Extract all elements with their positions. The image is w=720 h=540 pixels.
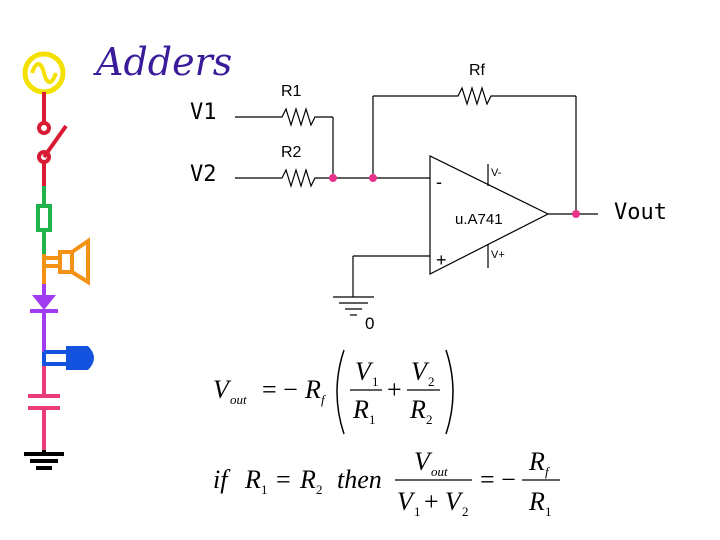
node-dot-feedback xyxy=(369,174,377,182)
eq2-v1-sub: 1 xyxy=(414,504,421,519)
ground-label: 0 xyxy=(365,314,374,333)
eq2-r1-sub: 1 xyxy=(261,482,268,497)
eq2-plus: + xyxy=(424,487,439,516)
eq2-v2-sub: 2 xyxy=(462,504,469,519)
eq1-equals-minus: = − xyxy=(262,375,298,404)
eq1-r1: R xyxy=(352,395,369,424)
eq1-r1-sub: 1 xyxy=(369,412,376,427)
output-vout-label: Vout xyxy=(614,200,667,225)
resistor-r1: R1 xyxy=(277,83,333,128)
eq1-rf: R xyxy=(304,375,321,404)
eq2-r1b-sub: 1 xyxy=(545,504,552,519)
r2-label: R2 xyxy=(281,144,302,161)
eq1-r2: R xyxy=(409,395,426,424)
eq2-equals-minus: = − xyxy=(480,465,516,494)
node-dot-output xyxy=(572,210,580,218)
slide-title: Adders xyxy=(96,40,233,84)
resistor-r2: R2 xyxy=(277,144,333,189)
eq2-v2: V xyxy=(445,487,464,516)
eq2-then: then xyxy=(337,465,382,494)
opamp-minus-sign: - xyxy=(436,172,442,192)
eq1-v1: V xyxy=(355,357,374,386)
eq2-rf: R xyxy=(528,447,545,476)
eq1-v2-sub: 2 xyxy=(428,374,435,389)
eq1-plus: + xyxy=(387,375,402,404)
ground-icon xyxy=(24,450,64,470)
eq2-vout-sub: out xyxy=(431,464,448,479)
node-dot-summing xyxy=(329,174,337,182)
supply-v-plus: V+ xyxy=(491,249,505,261)
input-v1-label: V1 xyxy=(190,100,217,125)
opamp-label: u.A741 xyxy=(455,211,503,228)
speaker-icon xyxy=(42,237,90,286)
resistor-rf: Rf xyxy=(454,62,495,107)
switch-icon xyxy=(37,121,68,186)
eq1-vout-sub: out xyxy=(230,392,247,407)
opamp-plus-sign: + xyxy=(436,250,447,270)
eq2-r1b: R xyxy=(528,487,545,516)
opamp-ua741: - + u.A741 V- V+ xyxy=(429,155,550,275)
r1-label: R1 xyxy=(281,83,302,100)
eq1-rf-sub: f xyxy=(321,392,327,407)
capacitor-icon xyxy=(28,366,60,450)
equation-equal-resistors: if R 1 = R 2 then V out V 1 + V 2 = − R … xyxy=(213,447,560,519)
eq1-right-paren xyxy=(445,349,454,435)
eq2-vout: V xyxy=(414,447,433,476)
eq1-v2: V xyxy=(411,357,430,386)
diode-icon xyxy=(30,284,58,352)
eq1-r2-sub: 2 xyxy=(426,412,433,427)
eq1-vout: V xyxy=(213,375,232,404)
eq1-v1-sub: 1 xyxy=(372,374,379,389)
eq2-r2: R xyxy=(299,465,316,494)
eq2-equals: = xyxy=(276,465,291,494)
eq2-if: if xyxy=(213,465,231,494)
eq2-v1: V xyxy=(397,487,416,516)
circuit-ground-icon xyxy=(333,296,374,316)
rf-label: Rf xyxy=(469,62,486,79)
eq2-r2-sub: 2 xyxy=(316,482,323,497)
eq1-left-paren xyxy=(336,349,345,435)
equation-vout: V out = − R f V 1 R 1 + V 2 R 2 xyxy=(213,349,454,435)
eq2-rf-sub: f xyxy=(545,464,551,479)
fuse-icon xyxy=(36,186,52,254)
ac-source-icon xyxy=(22,51,66,122)
supply-v-minus: V- xyxy=(491,167,502,179)
input-v2-label: V2 xyxy=(190,162,217,187)
eq2-r1: R xyxy=(244,465,261,494)
lamp-icon xyxy=(42,346,94,370)
